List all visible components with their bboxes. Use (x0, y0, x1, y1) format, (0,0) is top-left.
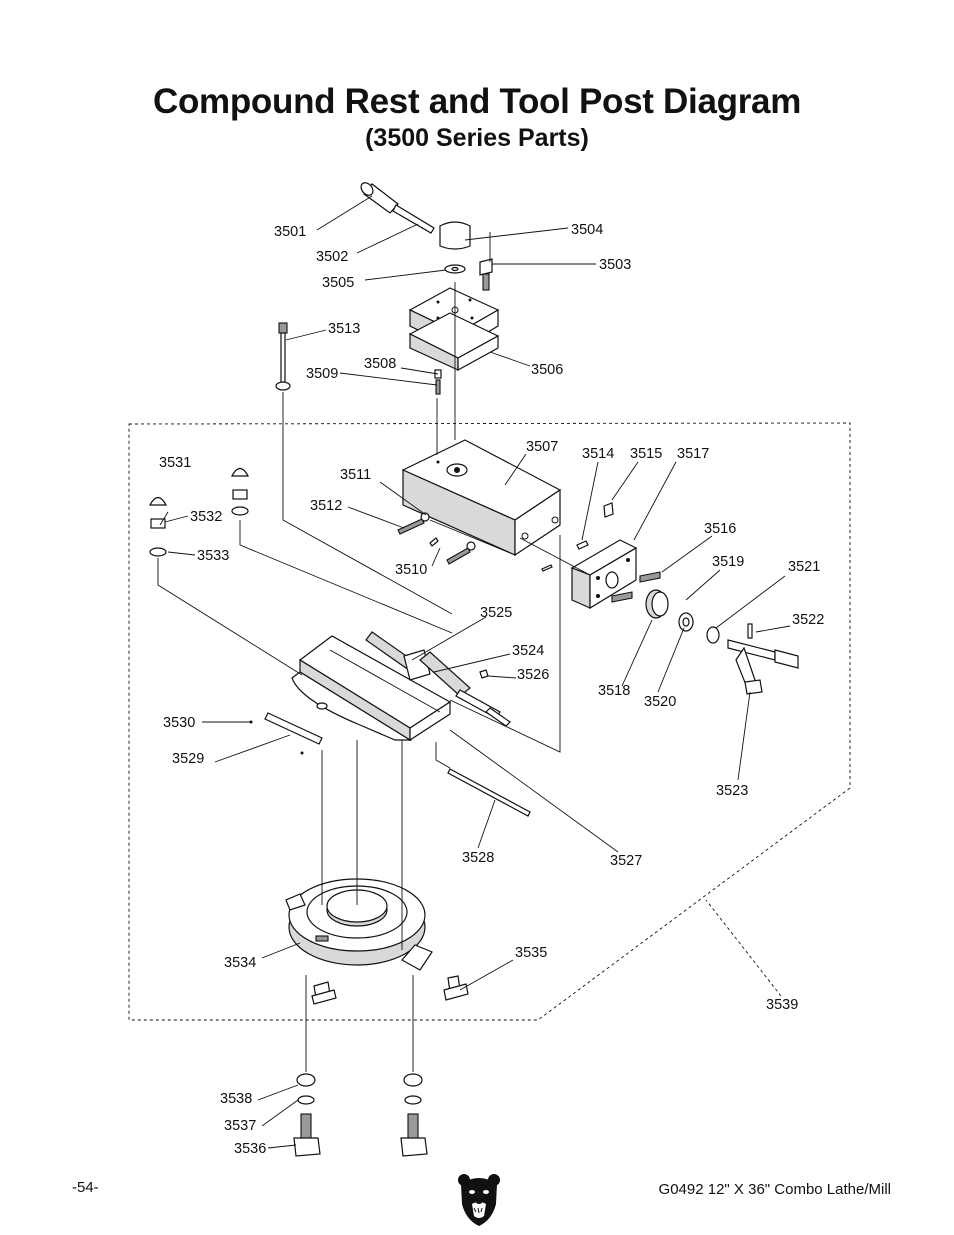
callout-3537: 3537 (224, 1118, 256, 1134)
callout-3528: 3528 (462, 850, 494, 866)
callout-3510: 3510 (395, 562, 427, 578)
callout-3523: 3523 (716, 783, 748, 799)
tool-post-handle (360, 182, 435, 234)
callout-3511: 3511 (340, 467, 371, 483)
tool-post-bolt (479, 258, 493, 291)
callout-3507: 3507 (526, 439, 558, 455)
acorn-nuts (148, 467, 250, 557)
callout-3530: 3530 (163, 715, 195, 731)
callout-3533: 3533 (197, 548, 229, 564)
assembly-boundary (128, 422, 851, 1021)
callout-3514: 3514 (582, 446, 614, 462)
t-bolts-upper (311, 975, 469, 1005)
page-number: -54- (72, 1179, 99, 1196)
dial-and-collar (645, 589, 720, 644)
callout-3508: 3508 (364, 356, 396, 372)
bracket-screws (611, 571, 661, 603)
compound-slide (401, 439, 562, 557)
swivel-base (285, 878, 433, 971)
tool-post-washer (444, 264, 466, 274)
callout-3509: 3509 (306, 366, 338, 382)
callout-3529: 3529 (172, 751, 204, 767)
angle-scale-plate (249, 712, 323, 755)
callout-3503: 3503 (599, 257, 631, 273)
lock-pin (275, 322, 291, 391)
leader-lines (159, 195, 791, 1149)
key-and-small-screw (541, 502, 614, 572)
callout-3513: 3513 (328, 321, 360, 337)
callout-3520: 3520 (644, 694, 676, 710)
lower-fasteners-right (400, 1073, 428, 1157)
lower-fasteners-left (293, 1073, 321, 1157)
callout-3526: 3526 (517, 667, 549, 683)
leadscrew-bracket (570, 539, 638, 610)
callout-3518: 3518 (598, 683, 630, 699)
part-callouts: 3501 3502 3504 3503 3505 3513 3508 3509 … (159, 222, 824, 1157)
assembly-guide-lines (157, 232, 591, 1072)
callout-3517: 3517 (677, 446, 709, 462)
callout-3539: 3539 (766, 997, 798, 1013)
callout-3512: 3512 (310, 498, 342, 514)
callout-3534: 3534 (224, 955, 256, 971)
callout-3502: 3502 (316, 249, 348, 265)
callout-3525: 3525 (480, 605, 512, 621)
compound-swivel-slide (291, 635, 452, 742)
callout-3519: 3519 (712, 554, 744, 570)
tool-post-cap (439, 221, 471, 250)
tool-post-block (408, 287, 500, 372)
callout-3521: 3521 (788, 559, 820, 575)
gib-screws (397, 512, 476, 565)
callout-3516: 3516 (704, 521, 736, 537)
callout-3535: 3535 (515, 945, 547, 961)
callout-3524: 3524 (512, 643, 544, 659)
callout-3504: 3504 (571, 222, 603, 238)
gib-strip (447, 768, 531, 817)
callout-3531: 3531 (159, 455, 191, 471)
handwheel-handle (727, 623, 799, 695)
callout-3527: 3527 (610, 853, 642, 869)
callout-3515: 3515 (630, 446, 662, 462)
callout-3522: 3522 (792, 612, 824, 628)
callout-3536: 3536 (234, 1141, 266, 1157)
callout-3538: 3538 (220, 1091, 252, 1107)
manual-title: G0492 12" X 36" Combo Lathe/Mill (658, 1181, 891, 1198)
page-title: Compound Rest and Tool Post Diagram (152, 82, 802, 121)
callout-3506: 3506 (531, 362, 563, 378)
grizzly-bear-head-icon (458, 1174, 500, 1226)
callout-3501: 3501 (274, 224, 306, 240)
callout-3532: 3532 (190, 509, 222, 525)
page-subtitle: (3500 Series Parts) (365, 124, 589, 152)
callout-3505: 3505 (322, 275, 354, 291)
